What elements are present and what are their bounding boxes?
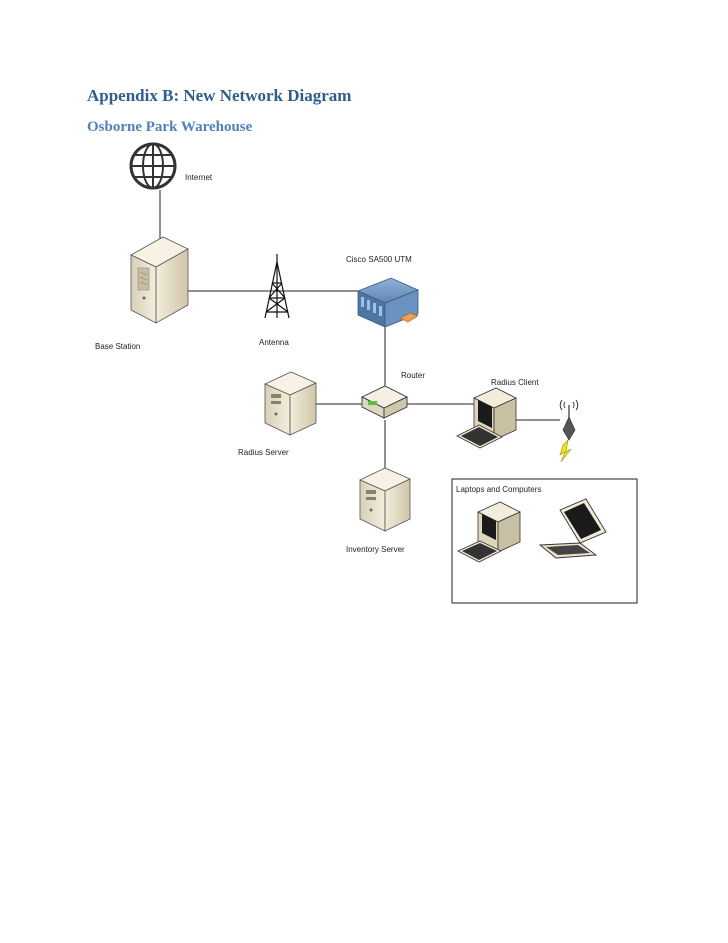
utm-label: Cisco SA500 UTM [346,255,412,264]
group-box [451,478,638,604]
router-label: Router [401,371,426,380]
server-icon [264,371,317,436]
inventory-server-icon [359,467,411,532]
group-workstation-icon [457,501,521,563]
internet-label: Internet [185,173,213,182]
antenna-icon [264,254,290,319]
page-subtitle: Osborne Park Warehouse [87,119,253,135]
page-title: Appendix B: New Network Diagram [87,86,352,105]
radius-client-label: Radius Client [491,378,539,387]
workstation-icon [456,387,517,449]
tower-server-icon [130,236,189,324]
lightning-link-icon [559,439,572,463]
group-box-label: Laptops and Computers [456,485,542,494]
inventory-server-label: Inventory Server [346,545,405,554]
router-icon [360,385,409,419]
antenna-label: Antenna [259,338,289,347]
connection-lines [159,190,560,470]
laptop-icon [538,498,607,559]
base-station-label: Base Station [95,342,141,351]
globe-icon [129,142,177,190]
firewall-icon [356,277,420,328]
radius-server-label: Radius Server [238,448,289,457]
wireless-access-point-icon [559,399,579,463]
